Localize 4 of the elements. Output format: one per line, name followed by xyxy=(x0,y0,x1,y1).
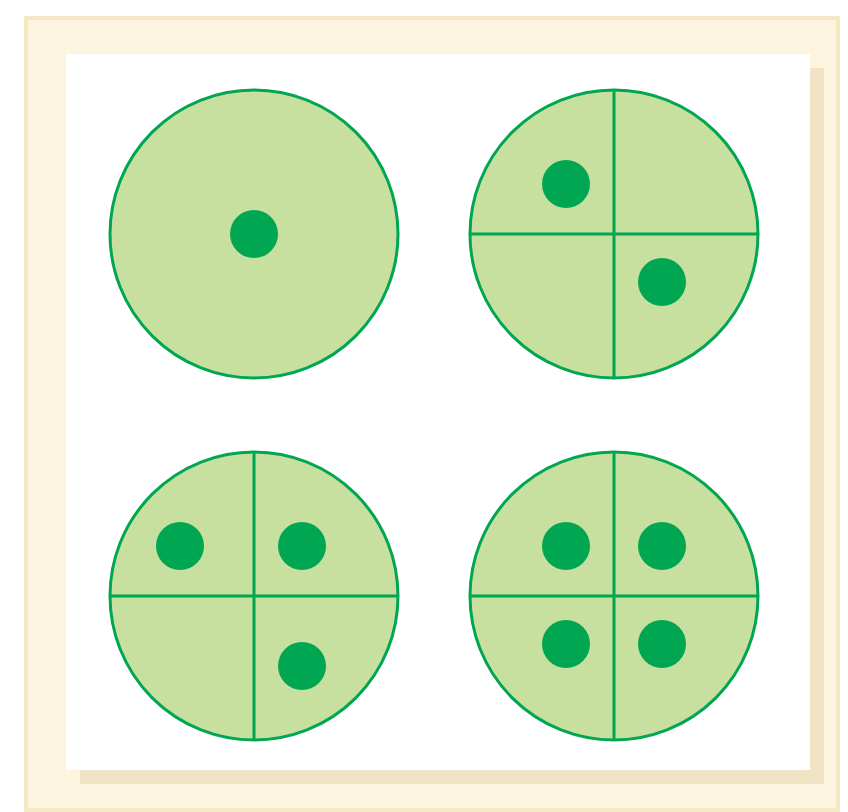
quartered-circle-drawing xyxy=(106,448,402,744)
quartered-circle-drawing xyxy=(106,86,402,382)
quartered-circle-drawing xyxy=(466,86,762,382)
quartered-circle-drawing xyxy=(466,448,762,744)
